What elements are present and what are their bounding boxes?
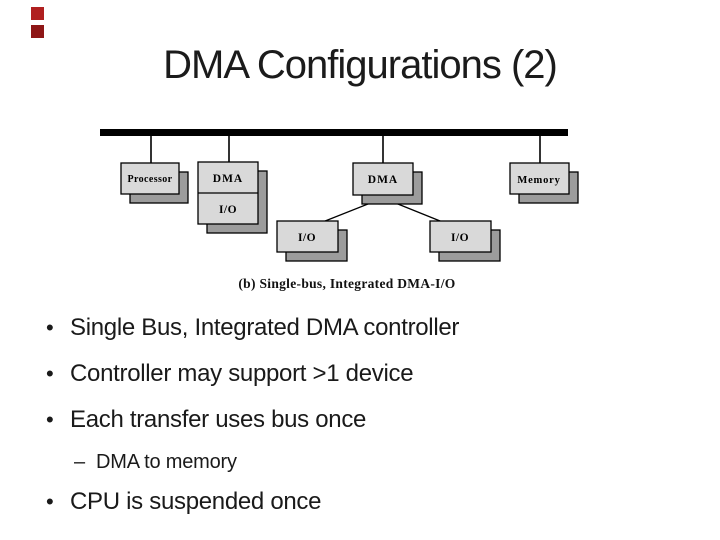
bullet-item: • CPU is suspended once — [0, 487, 680, 517]
bullet-glyph: • — [46, 361, 54, 386]
bus-line — [100, 129, 568, 136]
bullet-glyph: • — [46, 407, 54, 432]
node-label-processor: Processor — [127, 174, 172, 185]
dash-glyph: – — [74, 451, 86, 473]
slide-corner-markers — [31, 7, 44, 43]
slide-title: DMA Configurations (2) — [163, 43, 558, 87]
node-processor: Processor — [120, 162, 189, 204]
bullet-text: CPU is suspended once — [70, 488, 322, 515]
node-label-dma-integrated: DMA — [213, 173, 243, 185]
sub-bullet-item: – DMA to memory — [0, 449, 680, 475]
bullet-glyph: • — [46, 489, 54, 514]
bullet-glyph: • — [46, 315, 54, 340]
node-dma-center: DMA — [352, 162, 423, 205]
node-memory: Memory — [509, 162, 579, 204]
bullet-item: • Controller may support >1 device — [0, 359, 680, 389]
red-square-marker — [31, 7, 44, 20]
dma-diagram: Processor DMA I/O DMA I/O — [0, 118, 720, 298]
node-label-io-child-left: I/O — [298, 232, 316, 244]
node-io-child-right: I/O — [429, 220, 501, 262]
node-label-memory: Memory — [517, 175, 560, 186]
node-label-io-child-right: I/O — [451, 232, 469, 244]
bullet-text: Controller may support >1 device — [70, 360, 414, 387]
bus-connectors — [150, 136, 541, 164]
bullet-item: • Single Bus, Integrated DMA controller — [0, 313, 680, 343]
node-dma-io-stack: DMA I/O — [197, 161, 268, 234]
node-label-dma-center: DMA — [368, 174, 398, 186]
red-square-marker — [31, 25, 44, 38]
node-io-child-left: I/O — [276, 220, 348, 262]
node-label-io-integrated: I/O — [219, 204, 237, 216]
bullet-text: Each transfer uses bus once — [70, 406, 367, 433]
diagram-caption: (b) Single-bus, Integrated DMA-I/O — [238, 276, 455, 291]
sub-bullet-text: DMA to memory — [96, 451, 237, 473]
bullet-item: • Each transfer uses bus once — [0, 405, 680, 435]
bullet-text: Single Bus, Integrated DMA controller — [70, 314, 460, 341]
